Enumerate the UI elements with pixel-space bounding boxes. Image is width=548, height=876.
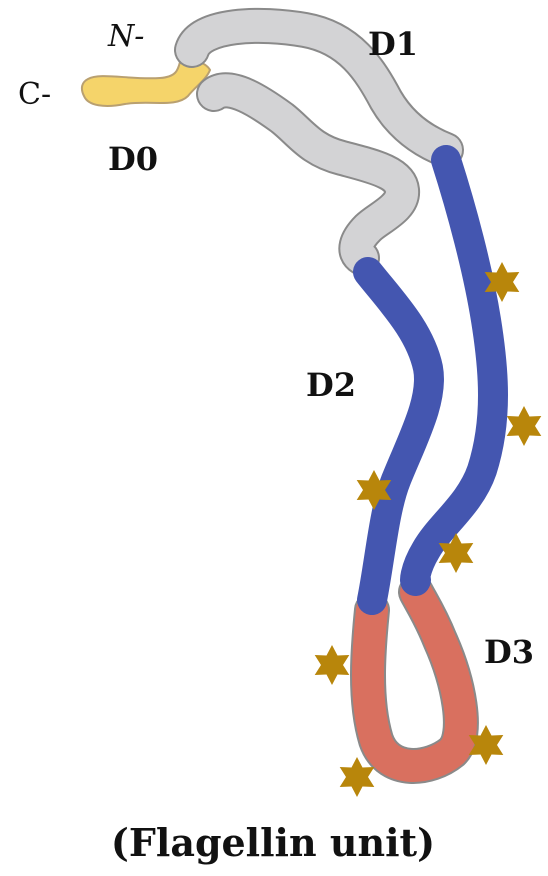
diagram-caption: (Flagellin unit) <box>111 820 435 865</box>
n-terminus-label: N- <box>107 19 144 54</box>
mutation-star-icon <box>507 406 542 446</box>
d0-label: D0 <box>108 140 158 178</box>
d3-domain <box>368 592 461 766</box>
c-terminus-label: C- <box>18 77 51 112</box>
d1-label: D1 <box>368 25 418 63</box>
mutation-star-icon <box>315 645 350 685</box>
d2-label: D2 <box>306 366 356 404</box>
d3-label: D3 <box>484 633 534 671</box>
